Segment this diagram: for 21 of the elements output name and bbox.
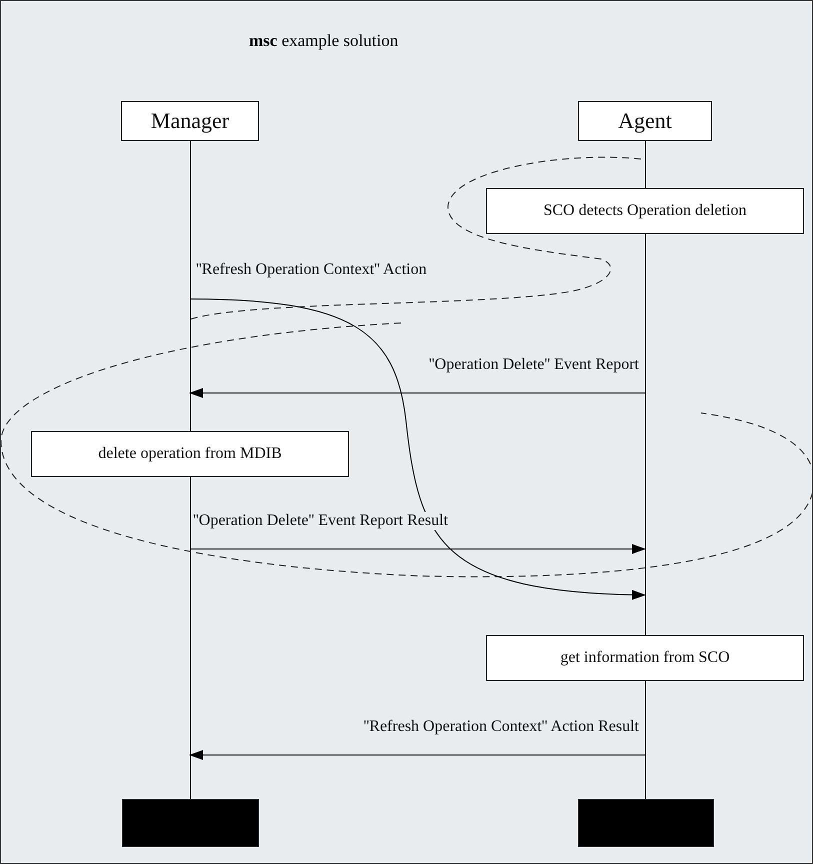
message-arrow	[190, 544, 646, 554]
message-arrow	[189, 388, 646, 398]
message-label: ''Operation Delete'' Event Report Result	[191, 512, 450, 530]
message-label: ''Operation Delete'' Event Report	[426, 356, 641, 374]
instance-box: Agent	[578, 101, 712, 141]
instance-box: Manager	[121, 101, 259, 141]
action-box: delete operation from MDIB	[31, 431, 349, 477]
action-box: get information from SCO	[486, 635, 804, 681]
message-label: ''Refresh Operation Context'' Action	[194, 261, 429, 279]
diagram-title: msc example solution	[249, 31, 398, 51]
lifeline	[645, 234, 646, 635]
action-box: SCO detects Operation deletion	[486, 188, 804, 234]
lifeline	[645, 681, 646, 799]
message-label: ''Refresh Operation Context'' Action Result	[362, 718, 641, 736]
message-arrow	[190, 298, 646, 600]
lifeline	[190, 477, 191, 799]
message-arrow	[189, 750, 646, 760]
lifeline-end-bar	[122, 799, 259, 847]
lifeline	[645, 141, 646, 188]
lifeline-end-bar	[578, 799, 714, 847]
lifeline	[190, 141, 191, 431]
